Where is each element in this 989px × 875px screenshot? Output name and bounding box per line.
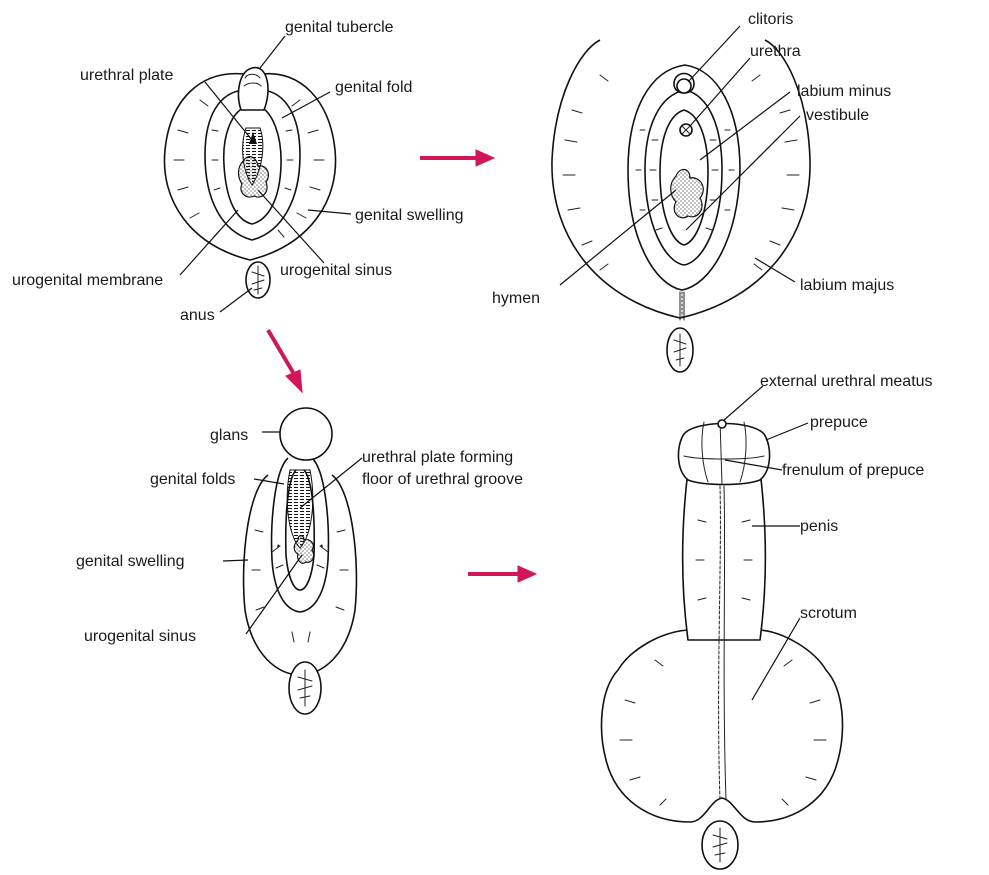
label-hymen: hymen [492, 290, 540, 307]
label-external-urethral-meatus: external urethral meatus [760, 373, 933, 390]
male-figure [602, 420, 843, 869]
label-urethral-plate-forming: urethral plate forming [362, 449, 513, 466]
label-vestibule: vestibule [806, 107, 869, 124]
male-labels: external urethral meatus prepuce frenulu… [760, 373, 933, 622]
label-urogenital-sinus: urogenital sinus [280, 262, 392, 279]
label-genital-folds: genital folds [150, 471, 235, 488]
label-genital-fold: genital fold [335, 79, 412, 96]
label-genital-swelling-intermediate: genital swelling [76, 553, 185, 570]
intermediate-figure [244, 408, 357, 714]
label-urogenital-sinus-intermediate: urogenital sinus [84, 628, 196, 645]
label-clitoris: clitoris [748, 11, 793, 28]
label-anus: anus [180, 307, 215, 324]
label-frenulum-of-prepuce: frenulum of prepuce [782, 462, 924, 479]
label-labium-majus: labium majus [800, 277, 894, 294]
label-urethral-plate: urethral plate [80, 67, 173, 84]
label-urethra: urethra [750, 43, 801, 60]
label-floor-of-urethral-groove: floor of urethral groove [362, 471, 523, 488]
label-glans: glans [210, 427, 248, 444]
label-urogenital-membrane: urogenital membrane [12, 272, 163, 289]
arrow-to-intermediate [268, 330, 302, 392]
label-labium-minus: labium minus [797, 83, 891, 100]
arrow-to-female [420, 150, 494, 166]
label-prepuce: prepuce [810, 414, 868, 431]
label-penis: penis [800, 518, 838, 535]
label-genital-swelling: genital swelling [355, 207, 464, 224]
label-scrotum: scrotum [800, 605, 857, 622]
label-genital-tubercle: genital tubercle [285, 19, 394, 36]
arrow-to-male [468, 566, 536, 582]
female-figure [552, 40, 810, 372]
